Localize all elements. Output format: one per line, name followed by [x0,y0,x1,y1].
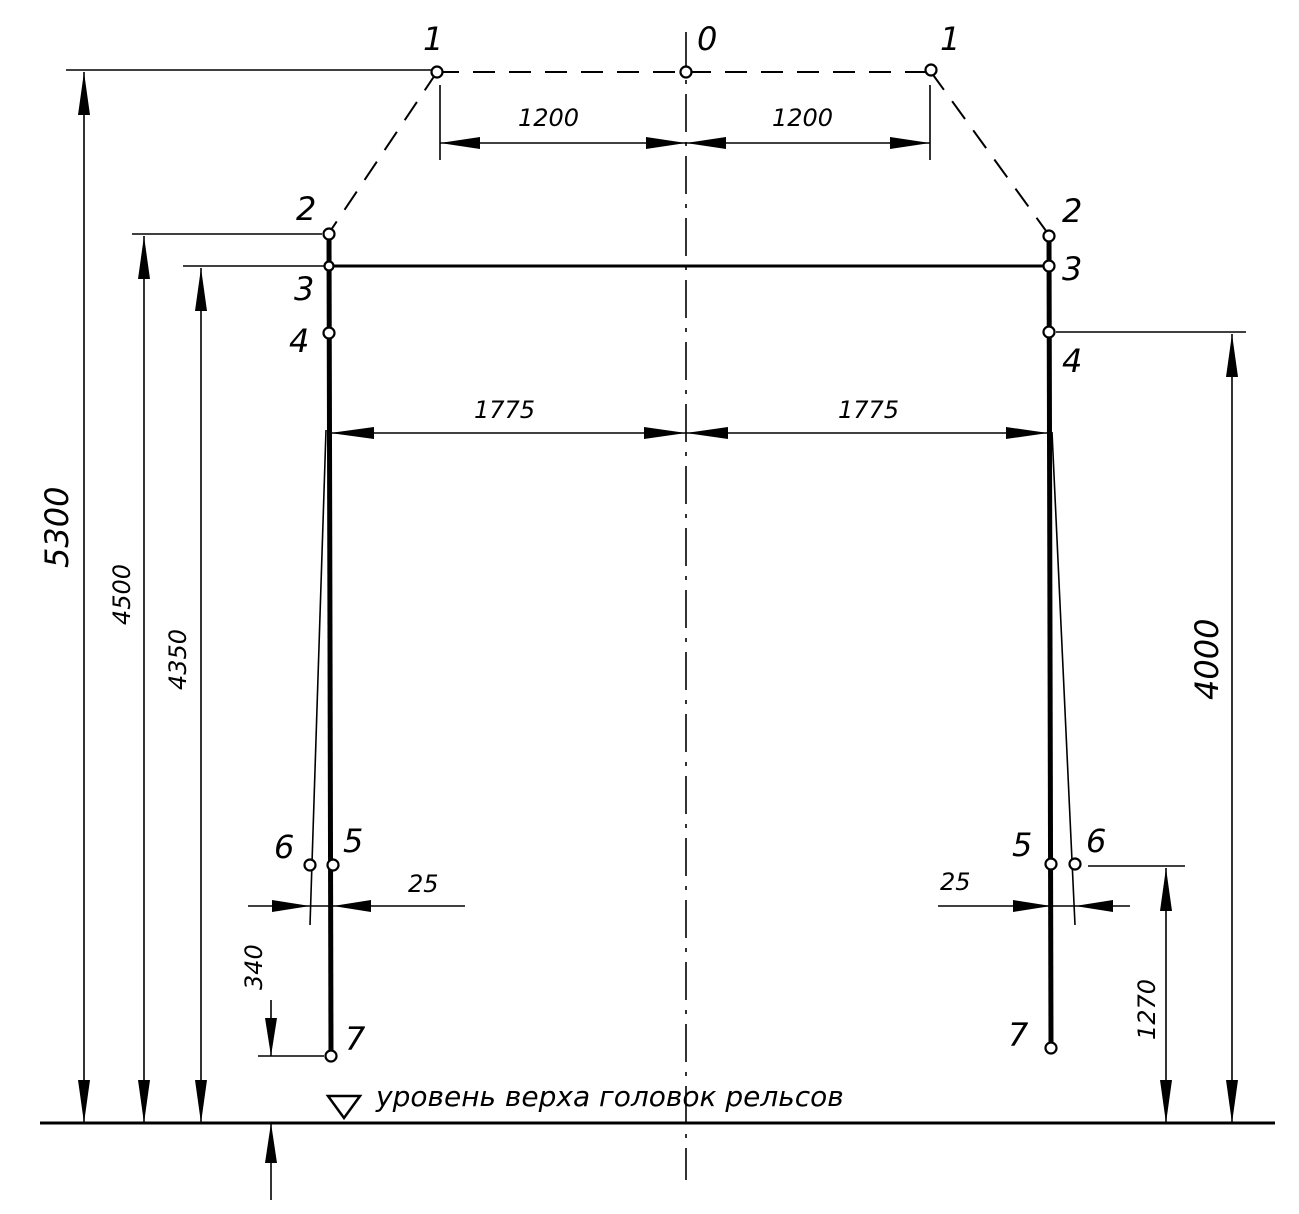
dim-1775-left: 1775 [474,396,535,424]
arrow-1775-d [1006,427,1048,439]
arrow-1270-bot [1160,1080,1172,1123]
dim-4350: 4350 [164,629,192,690]
point-7-right [1044,1041,1058,1055]
label-point-7-left: 7 [345,1020,366,1058]
label-point-1-left: 1 [423,20,443,58]
point-5-left [326,858,340,872]
level-marker-icon [325,1094,363,1121]
dim-1200-right: 1200 [772,104,833,132]
label-point-2-left: 2 [296,190,316,228]
arrow-4500-bot [138,1080,150,1123]
dim-5300: 5300 [38,487,76,568]
point-3-right [1042,259,1056,273]
left-chamfer-dashed [328,71,438,234]
label-point-7-right: 7 [1008,1016,1029,1054]
arrow-4000-bot [1226,1080,1238,1123]
point-0 [679,65,693,79]
dim-340: 340 [240,944,268,990]
point-4-right [1042,325,1056,339]
label-point-3-right: 3 [1062,250,1082,288]
rail-level-caption: уровень верха головок рельсов [375,1080,844,1113]
arrow-25-left-b [333,900,371,912]
label-point-5-left: 5 [343,822,363,860]
dim-1775-right: 1775 [838,396,899,424]
point-6-right [1068,857,1082,871]
right-upright [1046,234,1054,1048]
dim-4500: 4500 [108,564,136,625]
point-5-right [1044,857,1058,871]
arrow-25-right-b [1075,900,1113,912]
right-taper [1051,431,1076,926]
label-point-6-right: 6 [1086,822,1106,860]
point-3-left [323,260,335,272]
arrow-1200-a [440,137,480,149]
dim-25-left: 25 [408,870,439,898]
left-taper [309,429,327,926]
arrow-1200-c [686,137,726,149]
point-2-right [1042,229,1056,243]
point-7-left [324,1049,338,1063]
label-point-4-right: 4 [1062,342,1082,380]
dim-1270: 1270 [1133,979,1161,1040]
point-2-left [322,227,336,241]
point-6-left [303,858,317,872]
arrow-5300-top [78,72,90,115]
dim-4000: 4000 [1188,619,1226,700]
arrow-340-bot [265,1123,277,1163]
arrow-25-right-a [1013,900,1051,912]
arrow-4500-top [138,236,150,279]
point-4-left [322,326,336,340]
arrow-1200-d [890,137,930,149]
arrow-4000-top [1226,334,1238,377]
label-point-2-right: 2 [1062,192,1082,230]
arrow-1775-c [686,427,728,439]
arrow-4350-bot [195,1080,207,1123]
dim-25-right: 25 [940,868,971,896]
arrow-1270-top [1160,868,1172,911]
label-point-0: 0 [697,20,717,58]
label-point-1-right: 1 [940,20,960,58]
left-upright [326,232,334,1056]
dim-1200-left: 1200 [518,104,579,132]
arrow-1200-b [646,137,686,149]
arrow-340-top [265,1018,277,1056]
right-chamfer-dashed [930,71,1050,236]
point-1-left [430,65,444,79]
arrow-4350-top [195,268,207,311]
label-point-3-left: 3 [294,270,314,308]
arrow-1775-b [644,427,686,439]
label-point-5-right: 5 [1012,826,1032,864]
label-point-6-left: 6 [274,828,294,866]
arrow-5300-bot [78,1080,90,1123]
arrow-25-left-a [272,900,310,912]
label-point-4-left: 4 [289,322,309,360]
arrow-1775-a [330,427,374,439]
point-1-right [924,63,938,77]
